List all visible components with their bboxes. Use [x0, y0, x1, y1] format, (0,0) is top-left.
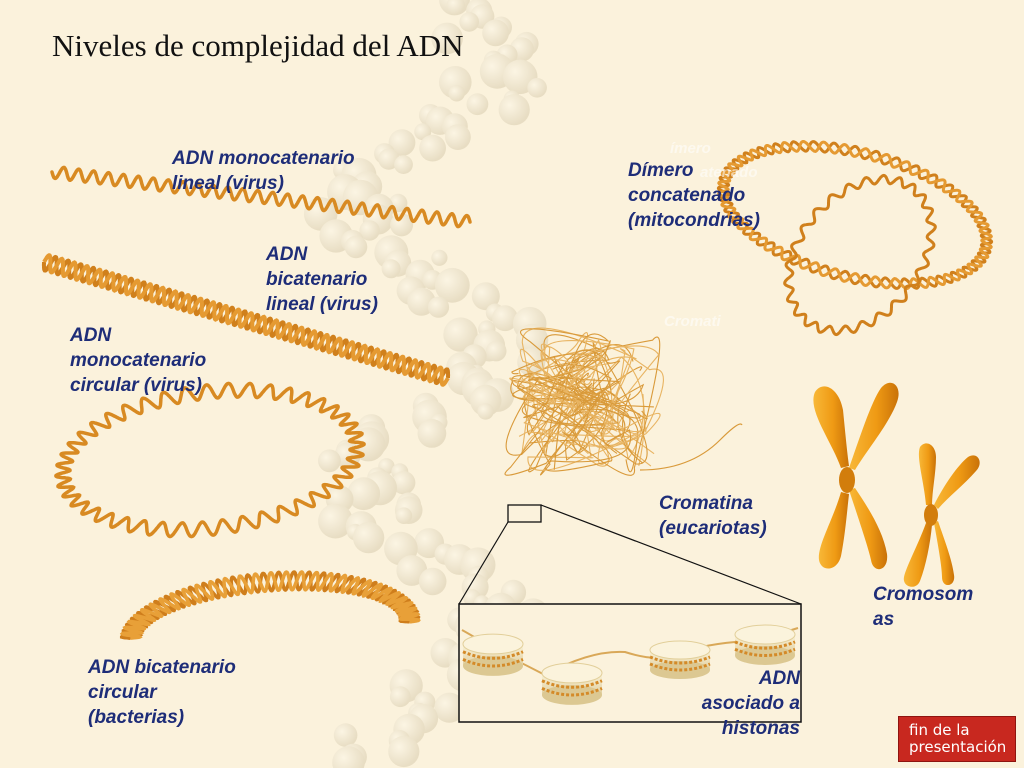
molecule-ball — [392, 471, 416, 495]
chromosome-large — [813, 382, 899, 570]
molecule-ball — [434, 267, 470, 303]
chromatin-fiber — [504, 328, 610, 476]
molecule-ball — [427, 296, 450, 318]
molecule-ball — [378, 148, 400, 170]
molecule-ball — [347, 477, 381, 511]
molecule-ball — [448, 85, 465, 102]
dimer-loop-b — [717, 140, 993, 290]
molecule-ball — [417, 419, 447, 448]
chromatin-fiber — [512, 376, 631, 446]
molecule-ball — [498, 94, 530, 126]
molecule-ball — [482, 19, 509, 47]
molecule-ball — [445, 124, 471, 150]
molecule-ball — [333, 723, 358, 747]
chromatin-fiber — [528, 360, 637, 467]
molecule-ball — [394, 155, 413, 175]
molecule-ball — [470, 384, 502, 417]
nucleosome — [541, 662, 603, 705]
ghost-text-a: ímero — [670, 140, 711, 157]
molecule-ball — [388, 129, 416, 157]
molecule-ball — [471, 282, 500, 311]
molecule-ball — [492, 305, 518, 332]
molecule-ball — [466, 93, 489, 116]
molecule-ball — [359, 220, 380, 241]
nucleosome — [462, 633, 524, 676]
chromatin-fiber — [523, 343, 661, 465]
chromatin-fiber — [534, 339, 635, 426]
chromatin-fiber — [540, 345, 660, 442]
molecule-ball — [388, 735, 420, 768]
molecule-ball — [419, 134, 446, 162]
nucleosome — [649, 640, 711, 679]
dimer-loop-c — [783, 173, 937, 337]
molecule-ball — [418, 567, 447, 596]
molecule-ball — [381, 259, 401, 279]
molecule-ball — [527, 78, 547, 98]
chromatin-fiber — [552, 336, 661, 476]
molecule-ball — [344, 235, 368, 259]
molecule-ball — [431, 22, 463, 55]
molecule-ball — [332, 746, 365, 768]
molecule-ball — [446, 0, 466, 15]
molecule-ball — [434, 692, 465, 723]
zoom-line-left — [458, 521, 509, 605]
chromosome-small — [903, 443, 980, 587]
zoom-marker — [507, 504, 542, 523]
page-title: Niveles de complejidad del ADN — [52, 28, 464, 63]
histone-group — [462, 624, 796, 705]
chromatin-fiber — [527, 390, 647, 471]
mono-circular-strand — [54, 381, 366, 539]
mono-lineal-strand — [50, 165, 472, 229]
molecule-ball — [485, 340, 507, 362]
molecule-ball — [318, 449, 341, 473]
molecule-ball — [389, 686, 411, 708]
molecule-ball — [395, 507, 413, 524]
ghost-text-b: atenado — [700, 164, 758, 181]
chromatin-fiber — [511, 375, 641, 472]
molecule-ball — [431, 249, 448, 266]
molecule-ball — [477, 403, 494, 420]
chromatin-tail — [639, 423, 743, 471]
zoom-line-right — [540, 504, 802, 605]
molecule-ball — [459, 12, 480, 32]
molecule-ball — [443, 317, 478, 352]
bi-circular-strand-b — [119, 570, 421, 640]
background-molecule — [303, 0, 550, 768]
molecule-ball — [352, 521, 385, 554]
label-cromatina: Cromatina(eucariotas) — [659, 493, 767, 539]
chromatin-fiber — [523, 349, 648, 465]
chromatin-tangle — [504, 327, 743, 476]
molecule-ball — [515, 323, 549, 357]
nucleosome — [734, 624, 796, 665]
chromatin-fiber — [527, 340, 626, 439]
molecule-ball — [318, 503, 353, 539]
ghost-text-c: Cromati — [664, 313, 721, 330]
bi-lineal-strand-b — [42, 253, 450, 387]
